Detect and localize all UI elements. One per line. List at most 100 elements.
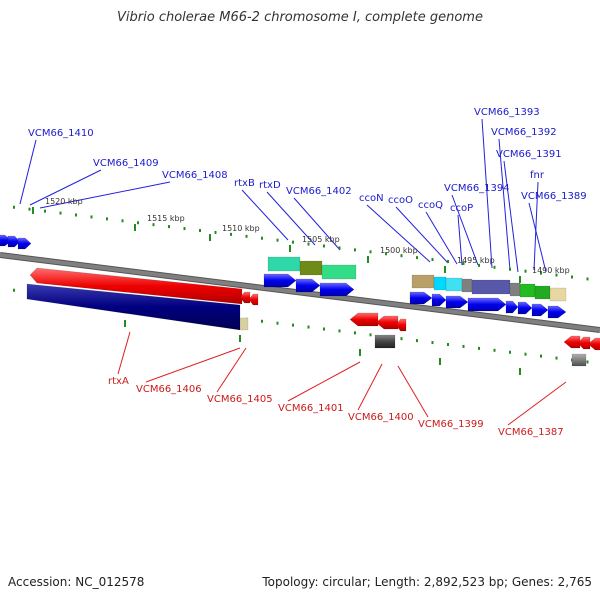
gene-label: rtxB [234,178,255,189]
upper-tick-dot [44,209,46,213]
upper-tick-dot [462,261,465,265]
domain-block [534,285,551,300]
cds-reverse-arrow [239,291,251,304]
tick-label: 1510 kbp [222,224,260,233]
upper-tick-dot [431,258,434,262]
gene-label: ccoN [359,193,384,204]
upper-tick-dot [230,232,232,236]
leader-line [533,181,539,271]
cds-forward-arrow [295,278,321,293]
lower-tick-dot [524,352,527,356]
cds-reverse-arrow [587,337,600,351]
gene-label: VCM66_1387 [498,427,564,438]
leader-line [397,365,429,418]
upper-tick-dot [571,275,573,279]
cds-forward-arrow [445,295,469,309]
leader-line [266,191,316,246]
leader-line [366,204,431,263]
accession-text: Accession: NC_012578 [8,575,145,589]
tick-label: 1490 kbp [532,266,570,275]
upper-tick-dot [338,246,341,250]
gene-label: VCM66_1400 [348,412,414,423]
gene-label: VCM66_1399 [418,419,484,430]
map-title: Vibrio cholerae M66-2 chromosome I, comp… [117,10,483,25]
domain-block [471,279,511,295]
gene-label: VCM66_1391 [496,149,562,160]
upper-tick-dot [90,215,93,219]
upper-tick-dot [307,242,310,246]
lower-tick-dot [447,343,449,346]
gene-label: VCM66_1405 [207,394,273,405]
upper-tick-dot [183,227,186,231]
upper-tick-dot [354,248,356,252]
major-tick [439,358,441,365]
upper-tick-dot [28,207,31,211]
lower-tick-dot [478,346,480,350]
gene-label: VCM66_1408 [162,170,228,181]
major-tick [519,276,521,283]
cds-reverse-arrow [577,336,591,350]
cds-reverse-arrow [248,293,259,306]
upper-tick-dot [59,211,62,215]
tick-label: 1505 kbp [302,235,340,244]
leader-line [241,189,289,241]
upper-tick-dot [13,205,15,209]
lower-tick-dot [369,333,372,337]
cds-forward-arrow [319,282,355,297]
upper-tick-dot [261,236,263,240]
upper-tick-dot [369,250,372,254]
domain-block [267,256,301,272]
domain-block [433,276,447,291]
gene-label: rtxD [259,180,281,191]
leader-line [216,347,247,393]
major-tick [239,335,241,342]
upper-tick-dot [245,234,248,238]
lower-tick-dot [276,321,279,325]
tick-label: 1520 kbp [45,197,83,206]
leader-line [457,214,463,266]
upper-tick-dot [276,238,279,242]
cds-forward-arrow [17,237,32,250]
domain-block [411,274,435,289]
upper-tick-dot [400,254,403,258]
major-tick [359,349,361,356]
leader-line [528,202,547,273]
cds-forward-arrow [517,301,533,315]
label-leader-lines [19,118,567,426]
lower-tick-dot [13,288,15,292]
gene-label: ccoQ [418,200,443,211]
lower-tick-dot [540,354,542,358]
leader-line [29,169,102,206]
major-tick [444,266,446,273]
lower-tick-dot [555,356,558,360]
major-tick [519,368,521,375]
upper-tick-dot [524,269,527,273]
gene-label: VCM66_1402 [286,186,352,197]
upper-tick-dot [121,219,124,223]
domain-block [519,283,536,298]
cds-forward-arrow [547,305,567,319]
major-tick [124,320,126,327]
domain-block [321,264,357,280]
cds-forward-arrow [431,293,447,307]
leader-line [287,361,361,402]
leader-line [293,197,341,251]
domain-block [571,353,587,367]
cds-reverse-arrow [563,335,581,349]
gene-label: VCM66_1406 [136,384,202,395]
gene-label: ccoP [450,203,473,214]
gene-label: VCM66_1392 [491,127,557,138]
domain-block [239,317,249,331]
domain-block [549,287,567,302]
gene-label: VCM66_1389 [521,191,587,202]
chromosome-backbone [0,252,600,333]
leader-line [481,118,493,269]
tick-label: 1500 kbp [380,246,418,255]
upper-tick-dot [385,252,387,256]
gene-features [0,234,600,367]
domain-block [509,282,521,297]
cds-forward-arrow [531,303,549,317]
leader-line [503,160,519,273]
